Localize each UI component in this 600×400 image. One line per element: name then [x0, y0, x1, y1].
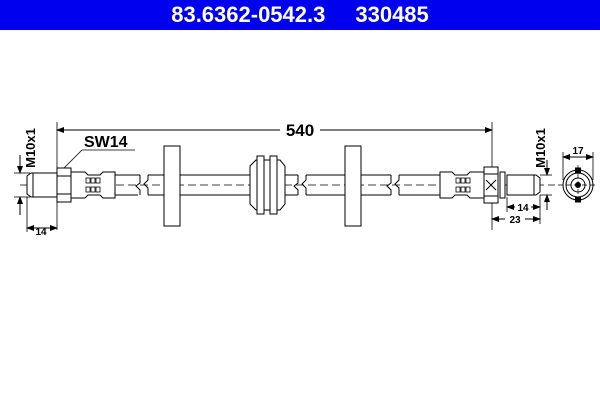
hose-body — [115, 174, 440, 196]
right-thread-label: M10x1 — [533, 128, 548, 168]
bracket-plate-left — [163, 145, 181, 227]
right-outer-length-label: 23 — [509, 215, 521, 226]
left-length-dimension — [26, 197, 58, 232]
end-view-diameter-label: 17 — [572, 146, 584, 157]
right-inner-length-label: 14 — [517, 203, 529, 214]
right-length-dimensions — [491, 195, 541, 224]
bracket-plate-right — [344, 145, 362, 227]
right-thread-dimension — [540, 160, 552, 210]
wrench-size-label: SW14 — [84, 134, 128, 151]
left-fitting — [26, 167, 116, 203]
end-view — [558, 152, 598, 205]
title-bar: 83.6362-0542.3 330485 — [0, 0, 600, 30]
right-fitting — [439, 166, 541, 204]
sw14-leader — [63, 149, 135, 169]
left-thread-label: M10x1 — [23, 128, 38, 168]
overall-length-label: 540 — [286, 121, 314, 140]
left-length-label: 14 — [35, 227, 47, 238]
reference-number: 330485 — [355, 2, 429, 27]
overall-length-dimension — [56, 122, 493, 230]
grommet — [249, 155, 286, 215]
part-number: 83.6362-0542.3 — [171, 2, 326, 27]
